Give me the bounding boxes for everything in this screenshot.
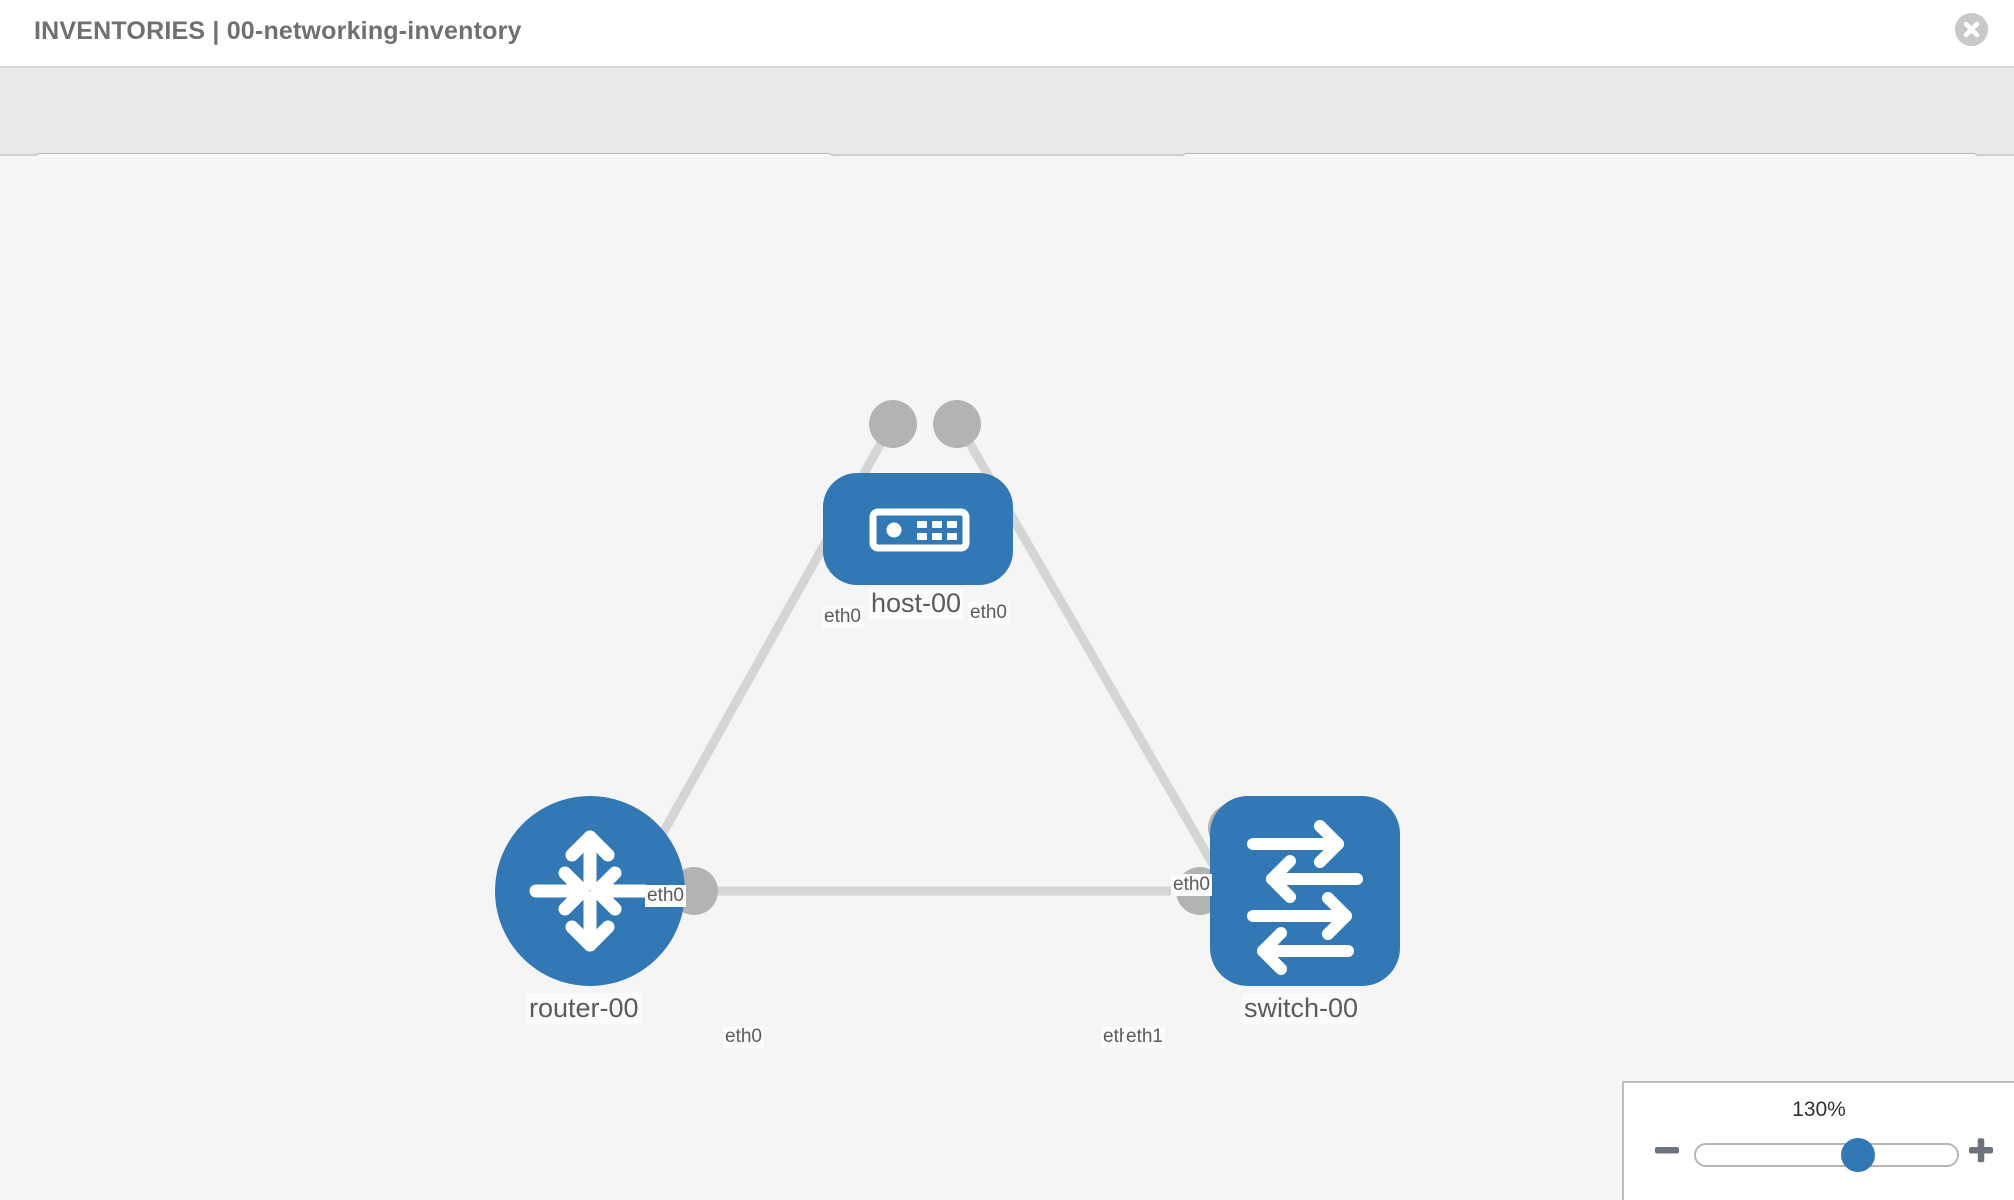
minus-icon	[1655, 1147, 1679, 1154]
zoom-slider[interactable]	[1694, 1138, 1959, 1172]
zoom-control-panel: 130%	[1622, 1081, 2014, 1200]
plus-icon	[1969, 1138, 1993, 1163]
server-icon	[869, 508, 970, 552]
close-circle-icon	[1955, 13, 1988, 46]
iface-label-switch-eth1: eth1	[1124, 1026, 1165, 1048]
iface-label-router-uplink: eth0	[645, 885, 686, 907]
zoom-out-button[interactable]	[1652, 1135, 1682, 1165]
port-host-left	[869, 400, 917, 448]
topology-graph	[495, 400, 1400, 986]
zoom-percent-label: 130%	[1792, 1098, 1846, 1121]
zoom-slider-thumb[interactable]	[1840, 1138, 1875, 1172]
port-host-right	[933, 400, 981, 448]
topology-canvas[interactable]: router-00 switch-00 host-00 eth0 eth0 et…	[0, 156, 2014, 1200]
iface-label-host-left: eth0	[822, 606, 863, 628]
router-arrows-icon	[529, 830, 651, 952]
zoom-in-button[interactable]	[1966, 1135, 1996, 1165]
page-title: INVENTORIES | 00-networking-inventory	[34, 17, 522, 45]
close-icon[interactable]	[1955, 13, 1988, 46]
toolbar: ACTIONS SEARCH	[0, 68, 2014, 208]
iface-label-router-eth0: eth0	[723, 1026, 764, 1048]
node-label-host-00: host-00	[869, 588, 964, 619]
node-router-00[interactable]	[495, 796, 685, 986]
page-header: INVENTORIES | 00-networking-inventory	[0, 0, 2014, 68]
iface-label-switch-uplink: eth0	[1171, 874, 1212, 896]
node-label-switch-00: switch-00	[1242, 993, 1361, 1024]
switch-arrows-icon	[1247, 820, 1363, 975]
node-label-router-00: router-00	[527, 993, 641, 1024]
iface-label-host-right: eth0	[968, 602, 1009, 624]
node-switch-00[interactable]	[1210, 796, 1400, 986]
node-host-00[interactable]	[823, 473, 1013, 585]
